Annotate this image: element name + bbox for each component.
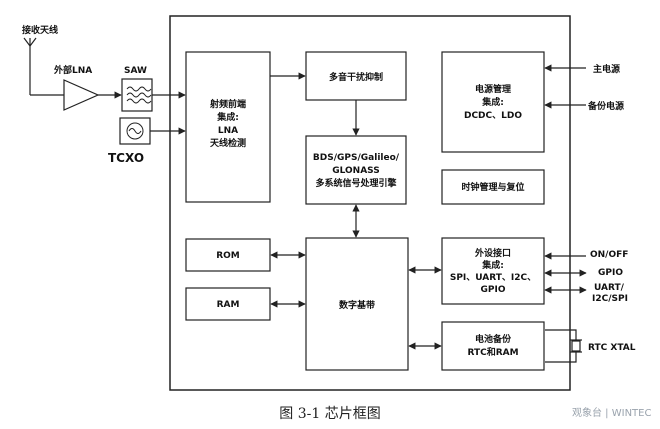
signal-block-line-1: BDS/GPS/Galileo/: [313, 153, 400, 163]
tcxo-oscillator-icon: [119, 117, 151, 145]
peripheral-block-line-3: SPI、UART、I2C、: [450, 273, 536, 283]
ram-label: RAM: [217, 300, 240, 310]
power-block-line-2: 集成:: [481, 96, 504, 108]
digital-baseband-block: [305, 237, 409, 371]
rtc-xtal-label: RTC XTAL: [588, 343, 636, 353]
ram-block: [185, 287, 271, 321]
antenna-label: 接收天线: [22, 24, 58, 36]
main-power-label: 主电源: [593, 63, 620, 75]
i2c-spi-label: I2C/SPI: [592, 294, 628, 304]
watermark: 观象台 | WINTEC: [572, 406, 651, 419]
rom-label: ROM: [216, 251, 240, 261]
saw-filter-icon: [121, 78, 153, 112]
lna-amplifier-icon: [63, 79, 100, 111]
peripheral-interface-block: [441, 237, 545, 305]
saw-label: SAW: [124, 66, 147, 76]
peripheral-block-line-1: 外设接口: [474, 247, 511, 259]
onoff-label: ON/OFF: [590, 250, 628, 260]
rf-block-line-1: 射频前端: [209, 98, 246, 110]
signal-processing-block: [305, 135, 407, 205]
battery-block-line-2: RTC和RAM: [467, 346, 518, 358]
rf-frontend-block: [185, 51, 271, 203]
antenna-icon: [23, 37, 37, 95]
backup-power-label: 备份电源: [587, 100, 624, 112]
power-block-line-3: DCDC、LDO: [464, 111, 522, 121]
gpio-label: GPIO: [598, 268, 623, 278]
uart-label: UART/: [594, 283, 625, 293]
rf-block-line-3: LNA: [218, 126, 238, 136]
baseband-label: 数字基带: [339, 299, 375, 311]
figure-caption: 图 3-1 芯片框图: [279, 406, 380, 422]
interference-suppression-block: [305, 51, 407, 101]
rom-block: [185, 238, 271, 272]
signal-block-line-2: GLONASS: [332, 166, 380, 176]
rf-block-line-2: 集成:: [216, 111, 239, 123]
battery-block-line-1: 电池备份: [475, 333, 512, 345]
lna-label: 外部LNA: [53, 64, 92, 76]
signal-block-line-3: 多系统信号处理引擎: [315, 177, 396, 189]
peripheral-block-line-2: 集成:: [481, 259, 504, 271]
clock-block-label: 时钟管理与复位: [461, 181, 524, 193]
clock-management-block: [441, 169, 545, 205]
rf-block-line-4: 天线检测: [210, 137, 246, 149]
power-management-block: [441, 51, 545, 153]
rtc-crystal-icon: [545, 329, 582, 363]
interference-label: 多音干扰抑制: [329, 71, 383, 83]
power-block-line-1: 电源管理: [475, 83, 511, 95]
peripheral-block-line-4: GPIO: [481, 285, 506, 295]
battery-backup-block: [441, 321, 545, 371]
tcxo-label: TCXO: [108, 151, 144, 165]
